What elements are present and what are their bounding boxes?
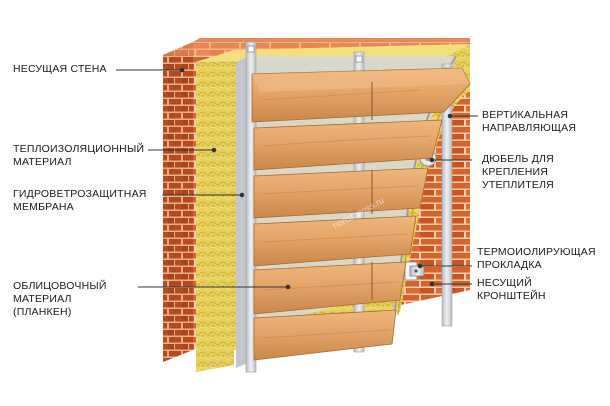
label-vertical-guide: ВЕРТИКАЛЬНАЯ НАПРАВЛЯЮЩАЯ bbox=[482, 109, 577, 134]
label-dowel: ДЮБЕЛЬ ДЛЯ КРЕПЛЕНИЯ УТЕПЛИТЕЛЯ bbox=[482, 153, 554, 191]
label-cladding: ОБЛИЦОВОЧНЫЙ МАТЕРИАЛ (ПЛАНКЕН) bbox=[13, 280, 107, 318]
cladding-boards bbox=[251, 67, 471, 361]
label-thermal-pad: ТЕРМОИОЛИРУЮЩАЯ ПРОКЛАДКА bbox=[477, 246, 596, 271]
label-insulation: ТЕПЛОИЗОЛЯЦИОННЫЙ МАТЕРИАЛ bbox=[13, 143, 145, 168]
bracket-icon bbox=[404, 261, 425, 281]
label-load-wall: НЕСУЩАЯ СТЕНА bbox=[13, 63, 107, 75]
label-membrane: ГИДРОВЕТРОЗАЩИТНАЯ МЕМБРАНА bbox=[13, 188, 147, 213]
label-bracket: НЕСУЩИЙ КРОНШТЕЙН bbox=[477, 277, 546, 302]
leader-lines bbox=[116, 67, 478, 290]
